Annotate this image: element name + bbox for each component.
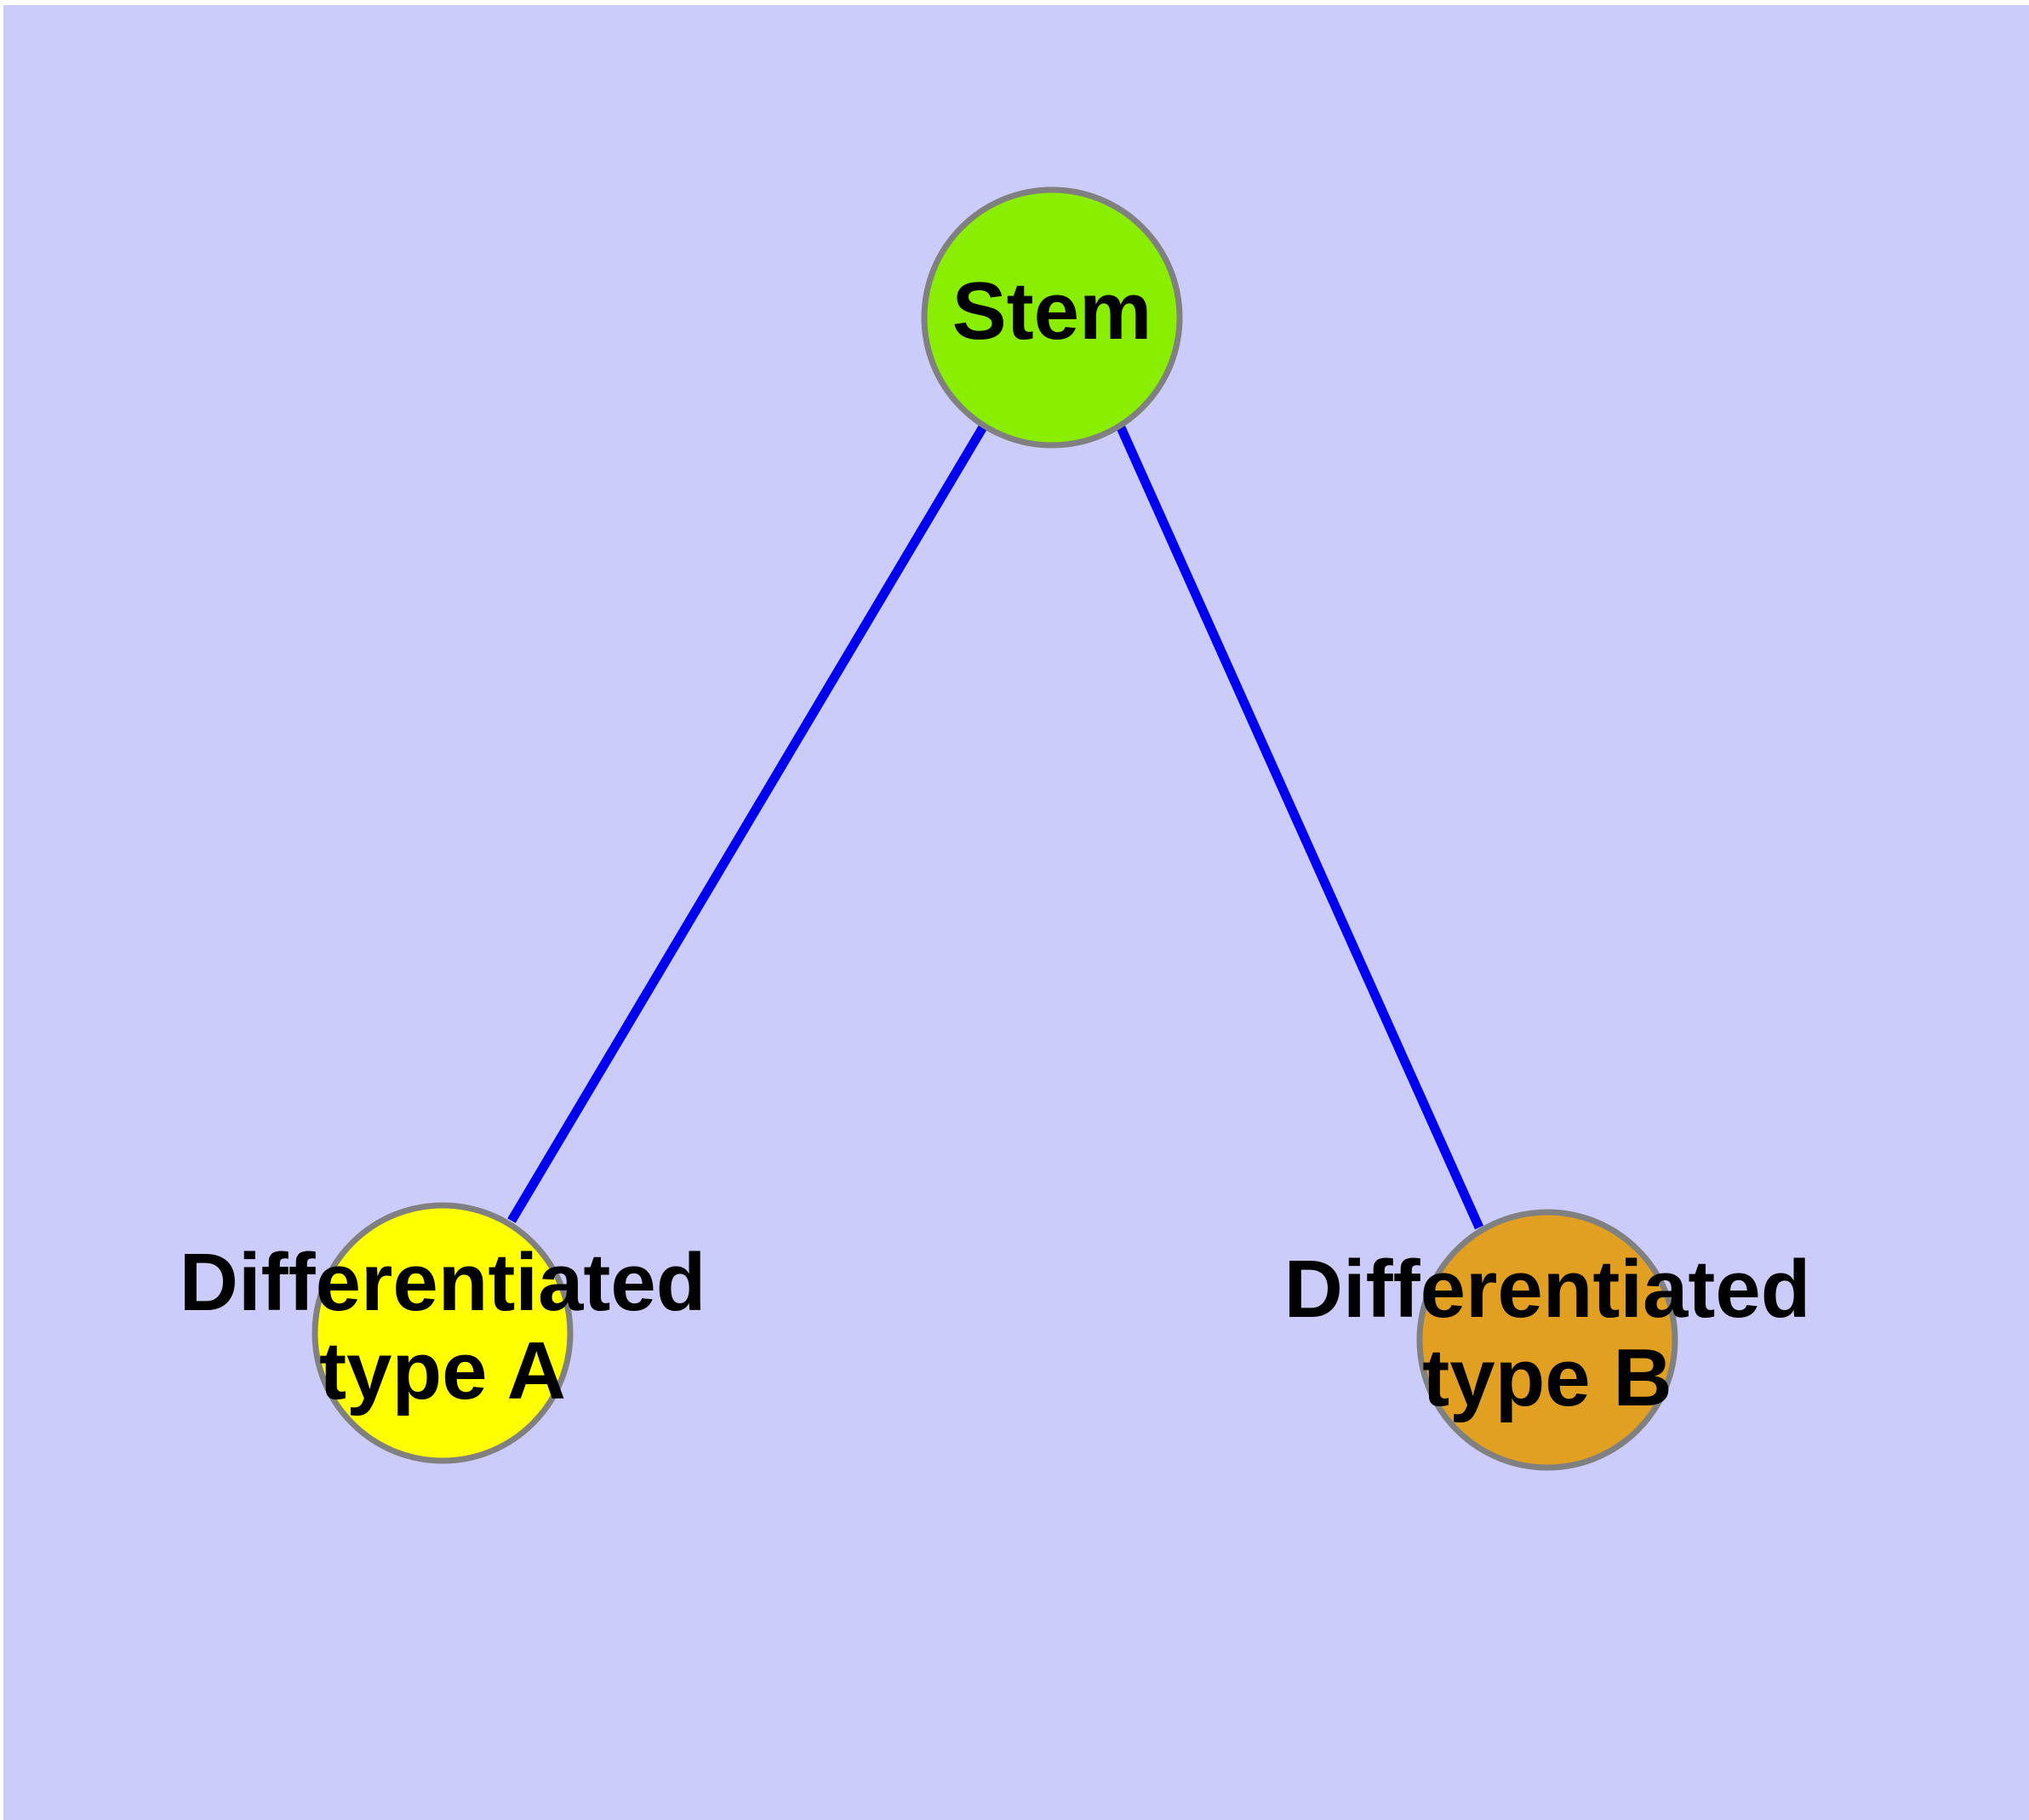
nodes-group [311,186,1678,1471]
node-circle-stem[interactable] [921,186,1183,449]
node-label-line: type A [319,1325,566,1417]
edges-group [507,423,1484,1230]
node-label-line: Differentiated [180,1237,706,1328]
node-label-line: type B [1422,1332,1672,1423]
node-label-line: Differentiated [1284,1244,1811,1335]
node-circle-diff-a[interactable] [311,1202,574,1464]
node-label-stem: Stem [952,266,1152,357]
edge-stem-to-diff-b[interactable] [1115,423,1484,1230]
node-label-line: Stem [952,266,1152,357]
edge-stem-to-diff-a[interactable] [507,423,988,1223]
node-circle-diff-b[interactable] [1416,1209,1678,1471]
